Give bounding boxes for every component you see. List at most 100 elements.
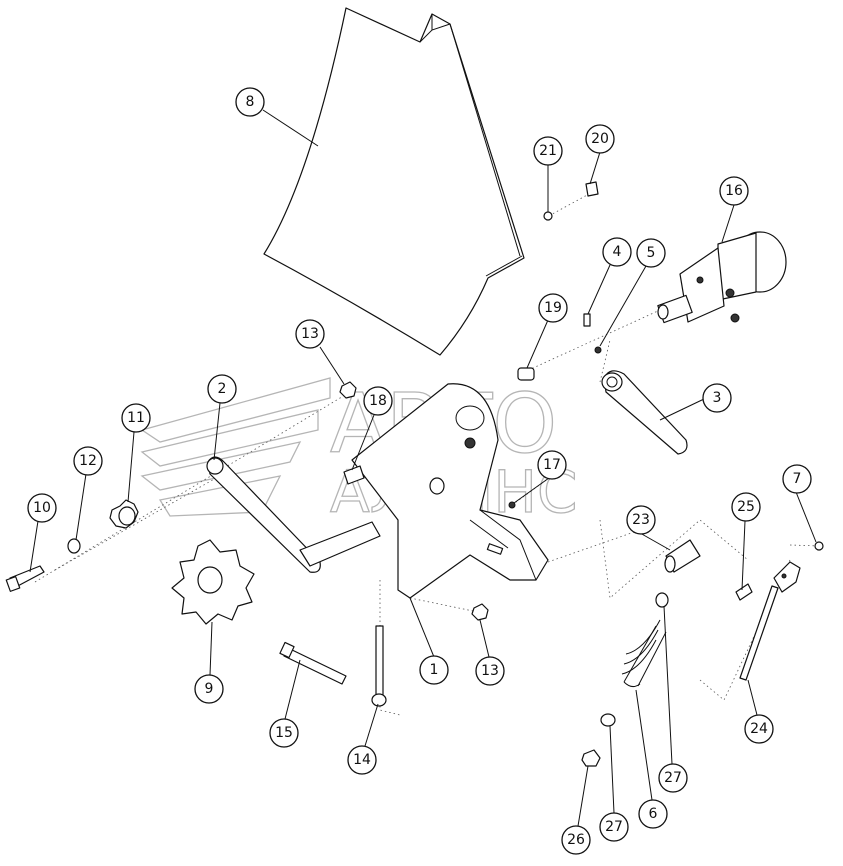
part-19-fitting bbox=[517, 367, 535, 381]
callout-18-circle bbox=[363, 386, 393, 416]
callout-20-circle bbox=[585, 124, 615, 154]
callout-3: 3 bbox=[702, 383, 732, 413]
part-7-nut bbox=[814, 541, 824, 551]
callout-4-label: 4 bbox=[613, 244, 622, 260]
callout-25-label: 25 bbox=[737, 499, 755, 515]
callout-11-label: 11 bbox=[127, 410, 145, 426]
callout-1-label: 1 bbox=[430, 662, 439, 678]
callout-13-lower-label: 13 bbox=[481, 663, 499, 679]
part-3-lever-arm bbox=[601, 370, 688, 455]
callout-16-circle bbox=[719, 176, 749, 206]
callout-27-upper: 27 bbox=[658, 763, 688, 793]
callout-27-lower-label: 27 bbox=[605, 819, 623, 835]
callout-21-label: 21 bbox=[539, 143, 557, 159]
callout-15-label: 15 bbox=[275, 725, 293, 741]
callout-13-upper-label: 13 bbox=[301, 326, 319, 342]
callout-27-upper-circle bbox=[658, 763, 688, 793]
part-27-washer-upper bbox=[655, 592, 669, 608]
callout-20: 20 bbox=[585, 124, 615, 154]
callout-10-circle bbox=[27, 493, 57, 523]
callout-6: 6 bbox=[638, 799, 668, 829]
part-2-arm bbox=[206, 456, 381, 573]
leader-lines bbox=[29, 109, 817, 827]
callout-6-label: 6 bbox=[649, 806, 658, 822]
callout-4-circle bbox=[602, 237, 632, 267]
callout-13-lower-circle bbox=[475, 656, 505, 686]
part-12-washer bbox=[67, 538, 81, 554]
part-24-rod bbox=[739, 561, 801, 681]
callout-9-label: 9 bbox=[205, 681, 214, 697]
part-5-screw bbox=[594, 346, 602, 354]
callout-26-circle bbox=[561, 825, 591, 855]
part-13-nut-upper bbox=[339, 381, 357, 399]
callout-10: 10 bbox=[27, 493, 57, 523]
part-11-small-sprocket bbox=[109, 499, 139, 529]
callout-4: 4 bbox=[602, 237, 632, 267]
callout-7-label: 7 bbox=[793, 471, 802, 487]
callout-8: 8 bbox=[235, 87, 265, 117]
callout-12: 12 bbox=[73, 446, 103, 476]
part-10-bolt bbox=[5, 565, 45, 592]
callout-9: 9 bbox=[194, 674, 224, 704]
part-20-bolt bbox=[585, 181, 599, 197]
callout-12-circle bbox=[73, 446, 103, 476]
callout-9-circle bbox=[194, 674, 224, 704]
callout-14: 14 bbox=[347, 745, 377, 775]
part-13-nut-lower bbox=[471, 603, 489, 621]
part-21-nut bbox=[543, 211, 553, 221]
callout-8-circle bbox=[235, 87, 265, 117]
callout-13-lower: 13 bbox=[475, 656, 505, 686]
callout-2: 2 bbox=[207, 374, 237, 404]
callout-5: 5 bbox=[636, 238, 666, 268]
callout-7-circle bbox=[782, 464, 812, 494]
callout-26-label: 26 bbox=[567, 832, 585, 848]
callout-3-label: 3 bbox=[713, 390, 722, 406]
callout-23-circle bbox=[626, 505, 656, 535]
callout-15-circle bbox=[269, 718, 299, 748]
part-25-bolt bbox=[735, 583, 753, 601]
callout-27-upper-label: 27 bbox=[664, 770, 682, 786]
callout-1-circle bbox=[419, 655, 449, 685]
callout-16-label: 16 bbox=[725, 183, 743, 199]
callout-17-circle bbox=[537, 450, 567, 480]
callout-18: 18 bbox=[363, 386, 393, 416]
callout-5-label: 5 bbox=[647, 245, 656, 261]
callout-17-label: 17 bbox=[543, 457, 561, 473]
callout-16: 16 bbox=[719, 176, 749, 206]
callout-12-label: 12 bbox=[79, 453, 97, 469]
callout-11: 11 bbox=[121, 403, 151, 433]
callout-19: 19 bbox=[538, 293, 568, 323]
callout-6-circle bbox=[638, 799, 668, 829]
part-27-washer-lower bbox=[600, 713, 616, 727]
callout-8-label: 8 bbox=[246, 94, 255, 110]
callout-25: 25 bbox=[731, 492, 761, 522]
callout-20-label: 20 bbox=[591, 131, 609, 147]
part-6-spring bbox=[621, 619, 667, 688]
callout-27-lower-circle bbox=[599, 812, 629, 842]
part-9-large-sprocket bbox=[171, 539, 255, 625]
part-1-bracket bbox=[351, 383, 549, 599]
callout-13-upper-circle bbox=[295, 319, 325, 349]
callout-10-label: 10 bbox=[33, 500, 51, 516]
part-16-hydraulic-motor bbox=[657, 231, 787, 324]
callout-24-label: 24 bbox=[750, 721, 768, 737]
callout-5-circle bbox=[636, 238, 666, 268]
callout-23-label: 23 bbox=[632, 512, 650, 528]
part-17-pin bbox=[508, 501, 516, 509]
callout-21: 21 bbox=[533, 136, 563, 166]
callout-23: 23 bbox=[626, 505, 656, 535]
callout-17: 17 bbox=[537, 450, 567, 480]
part-23-bushing bbox=[664, 539, 701, 573]
callout-15: 15 bbox=[269, 718, 299, 748]
callout-1: 1 bbox=[419, 655, 449, 685]
callout-3-circle bbox=[702, 383, 732, 413]
callout-27-lower: 27 bbox=[599, 812, 629, 842]
part-15-bolt bbox=[279, 641, 347, 685]
callout-2-circle bbox=[207, 374, 237, 404]
callout-7: 7 bbox=[782, 464, 812, 494]
part-18-bolt bbox=[343, 465, 365, 485]
callout-14-label: 14 bbox=[353, 752, 371, 768]
callout-2-label: 2 bbox=[218, 381, 227, 397]
